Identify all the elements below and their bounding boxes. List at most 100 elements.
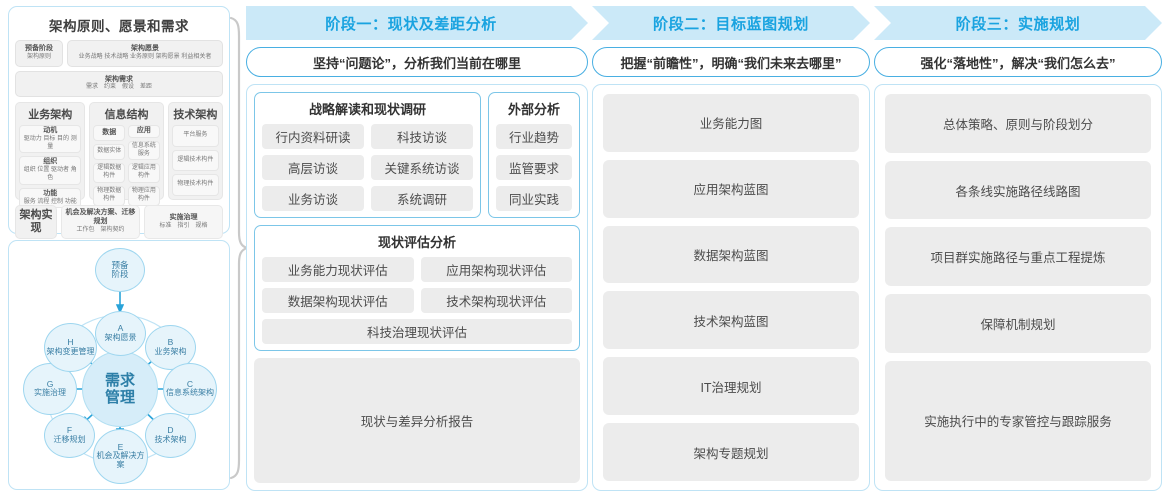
biz-organization-title: 组织: [43, 158, 58, 166]
phase-3-item[interactable]: 各条线实施路径线路图: [885, 160, 1151, 220]
assessment-row: 业务能力现状评估 应用架构现状评估: [262, 257, 572, 282]
biz-motivation-items: 驱动力 目标 目的 测量: [23, 135, 77, 150]
external-analysis-chip[interactable]: 同业实践: [496, 186, 572, 211]
phase-3-column: 阶段三：实施规划 强化“落地性”，解决“我们怎么去” 总体策略、原则与阶段划分 …: [874, 6, 1162, 491]
biz-function-items: 服务 流程 控制 功能: [23, 198, 77, 205]
phase-2-item[interactable]: 应用架构蓝图: [603, 159, 859, 218]
phase-2-item[interactable]: 架构专题规划: [603, 423, 859, 481]
assessment-chip[interactable]: 数据架构现状评估: [262, 288, 414, 313]
phase-1-report-chip[interactable]: 现状与差异分析报告: [254, 358, 580, 483]
external-analysis-subpanel: 外部分析 行业趋势 监管要求 同业实践: [488, 92, 580, 218]
phase-1-body: 战略解读和现状调研 行内资料研读 科技访谈 高层访谈 关键系统访谈 业务访谈 系…: [246, 84, 588, 491]
strategy-chip[interactable]: 科技访谈: [371, 124, 473, 149]
application-item-0: 信息系统服务: [128, 140, 160, 161]
adm-node-b-letter: B: [167, 337, 174, 348]
phase-2-body: 业务能力图 应用架构蓝图 数据架构蓝图 技术架构蓝图 IT治理规划 架构专题规划: [592, 84, 870, 491]
phase-2-column: 阶段二：目标蓝图规划 把握“前瞻性”，明确“我们未来去哪里” 业务能力图 应用架…: [592, 6, 870, 491]
phase-3-banner: 阶段三：实施规划: [874, 6, 1162, 40]
current-state-assessment-title: 现状评估分析: [377, 235, 456, 250]
phase-3-item[interactable]: 总体策略、原则与阶段划分: [885, 94, 1151, 153]
strategy-research-subpanel: 战略解读和现状调研 行内资料研读 科技访谈 高层访谈 关键系统访谈 业务访谈 系…: [254, 92, 481, 218]
strategy-chip[interactable]: 关键系统访谈: [371, 155, 473, 180]
adm-node-d-label: 技术架构: [154, 434, 187, 444]
phase-2-banner: 阶段二：目标蓝图规划: [592, 6, 870, 40]
adm-node-e-label: 机会及解决方案: [96, 451, 145, 470]
prelim-line1: 预备阶段: [25, 45, 53, 52]
data-item-1: 逻辑数据构件: [93, 163, 126, 184]
phase-1-top-split: 战略解读和现状调研 行内资料研读 科技访谈 高层访谈 关键系统访谈 业务访谈 系…: [254, 92, 580, 218]
data-subcolumn: 数据 数据实体 逻辑数据构件 物理数据构件: [93, 125, 126, 206]
adm-node-prelim: 预备 阶段: [95, 248, 145, 292]
phase-3-item[interactable]: 保障机制规划: [885, 294, 1151, 353]
architecture-requirements-title: 架构需求: [105, 75, 133, 83]
adm-prelim-line2: 阶段: [111, 269, 129, 279]
assessment-chip[interactable]: 科技治理现状评估: [262, 319, 572, 344]
adm-cycle-card: 需求 管理 预备 阶段 A 架构愿景 B 业务架构 C 信息系统架构 D: [8, 240, 230, 490]
adm-node-d: D 技术架构: [145, 413, 196, 458]
strategy-chip[interactable]: 业务访谈: [262, 186, 364, 211]
phase-2-item[interactable]: IT治理规划: [603, 357, 859, 416]
left-reference-column: 架构原则、愿景和需求 预备阶段 架构原则 架构愿景 业务战略 技术战略 业务原则…: [8, 6, 230, 493]
phase-2-item[interactable]: 业务能力图: [603, 94, 859, 152]
strategy-research-row: 行内资料研读 科技访谈: [262, 124, 473, 149]
framework-top-row: 预备阶段 架构原则 架构愿景 业务战略 技术战略 业务原则 架构愿景 利益相关者: [15, 40, 223, 67]
adm-center-line1: 需求: [104, 371, 135, 389]
phase-2-item[interactable]: 数据架构蓝图: [603, 225, 859, 284]
adm-node-f-letter: F: [66, 425, 73, 436]
biz-organization-items: 组织 位置 驱动者 角色: [23, 167, 77, 181]
phase-1-banner: 阶段一：现状及差距分析: [246, 6, 588, 40]
data-item-0: 数据实体: [93, 144, 126, 161]
adm-node-e: E 机会及解决方案: [93, 429, 148, 484]
tech-item-0: 平台服务: [171, 125, 219, 147]
application-subcolumn: 应用 信息系统服务 逻辑应用构件 物理应用构件: [128, 125, 160, 206]
adm-node-f: F 迁移规划: [44, 413, 95, 458]
implementation-governance-title: 实施治理: [169, 213, 198, 221]
information-structure-column: 信息结构 数据 数据实体 逻辑数据构件: [89, 102, 164, 206]
strategy-chip[interactable]: 高层访谈: [262, 155, 364, 180]
phase-3-item[interactable]: 项目群实施路径与重点工程提炼: [885, 227, 1151, 287]
external-analysis-chip[interactable]: 行业趋势: [496, 124, 572, 149]
architecture-vision-box: 架构愿景 业务战略 技术战略 业务原则 架构愿景 利益相关者: [67, 40, 223, 67]
adm-node-c: C 信息系统架构: [163, 363, 217, 415]
adm-node-e-letter: E: [117, 442, 124, 453]
adm-node-a-label: 架构愿景: [104, 332, 137, 342]
framework-domain-columns: 业务架构 动机 驱动力 目标 目的 测量 组织 组织 位置 驱动者 角色 功能: [15, 102, 223, 209]
technology-architecture-column: 技术架构 平台服务 逻辑技术构件 物理技术构件: [167, 102, 223, 201]
adm-node-g-letter: G: [46, 378, 54, 389]
phase-3-item[interactable]: 实施执行中的专家管控与跟踪服务: [885, 360, 1151, 481]
application-item-1: 逻辑应用构件: [128, 163, 160, 184]
information-structure-header: 信息结构: [104, 109, 149, 122]
assessment-chip[interactable]: 业务能力现状评估: [262, 257, 414, 282]
adm-node-a-letter: A: [117, 323, 124, 334]
strategy-research-row: 业务访谈 系统调研: [262, 186, 473, 211]
architecture-vision-title: 架构愿景: [131, 45, 159, 52]
application-subcolumn-title: 应用: [128, 125, 160, 138]
tech-item-1: 逻辑技术构件: [171, 149, 219, 172]
tech-item-2: 物理技术构件: [171, 174, 219, 197]
adm-node-a: A 架构愿景: [95, 311, 146, 356]
assessment-chip[interactable]: 技术架构现状评估: [420, 288, 572, 313]
adm-node-h-label: 架构变更管理: [46, 346, 95, 356]
architecture-requirements-items: 需求 约束 假设 差距: [85, 84, 152, 91]
phase-1-subtitle: 坚持“问题论”，分析我们当前在哪里: [246, 47, 588, 77]
technology-architecture-header: 技术架构: [173, 109, 218, 122]
strategy-chip[interactable]: 系统调研: [371, 186, 473, 211]
strategy-research-title: 战略解读和现状调研: [308, 102, 426, 117]
strategy-chip[interactable]: 行内资料研读: [262, 124, 364, 149]
adm-node-c-letter: C: [186, 378, 194, 389]
adm-node-g-label: 实施治理: [34, 388, 66, 398]
adm-node-h-letter: H: [67, 337, 74, 348]
external-analysis-chip[interactable]: 监管要求: [496, 155, 572, 180]
architecture-realization-row: 架构实现 机会及解决方案、迁移规划 工作包 架构契约 实施治理 标准 指引 规格: [15, 205, 223, 240]
adm-node-h: H 架构变更管理: [44, 323, 97, 372]
opportunities-migration-box: 机会及解决方案、迁移规划 工作包 架构契约: [61, 205, 140, 240]
assessment-chip[interactable]: 应用架构现状评估: [420, 257, 572, 282]
opportunities-migration-items: 工作包 架构契约: [76, 226, 125, 233]
strategy-research-row: 高层访谈 关键系统访谈: [262, 155, 473, 180]
architecture-requirements-box: 架构需求 需求 约束 假设 差距: [15, 70, 223, 98]
adm-node-d-letter: D: [167, 425, 174, 436]
phase-3-body: 总体策略、原则与阶段划分 各条线实施路径线路图 项目群实施路径与重点工程提炼 保…: [874, 84, 1162, 491]
phase-2-item[interactable]: 技术架构蓝图: [603, 291, 859, 350]
architecture-realization-label: 架构实现: [15, 205, 57, 240]
opportunities-migration-title: 机会及解决方案、迁移规划: [65, 209, 136, 226]
